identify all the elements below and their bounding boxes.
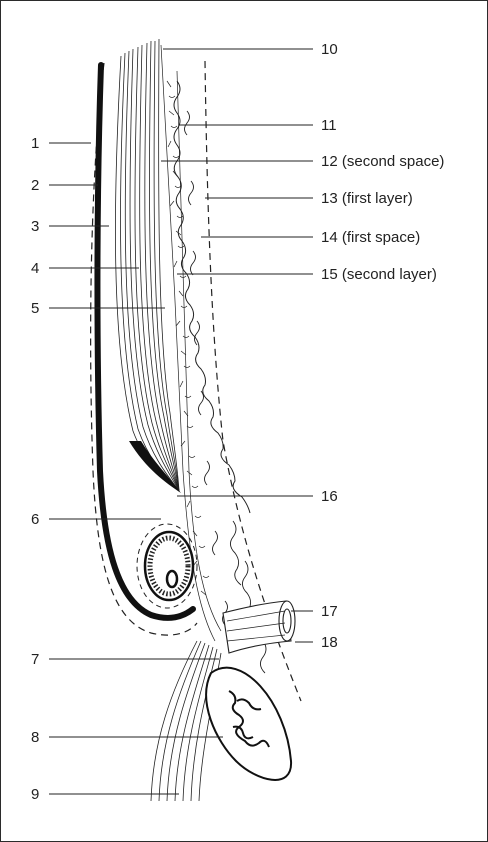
label-13-first-layer: 13 (first layer) xyxy=(321,190,413,207)
label-8: 8 xyxy=(31,729,39,746)
label-9: 9 xyxy=(31,786,39,803)
outer-dashed-fascia xyxy=(90,62,198,636)
label-14-first-space: 14 (first space) xyxy=(321,229,420,246)
label-18: 18 xyxy=(321,634,338,651)
thick-black-band xyxy=(94,62,196,621)
label-2: 2 xyxy=(31,177,39,194)
label-10: 10 xyxy=(321,41,338,58)
tendon-tip xyxy=(129,441,181,493)
label-5: 5 xyxy=(31,300,39,317)
second-space xyxy=(160,44,222,642)
label-16: 16 xyxy=(321,488,338,505)
first-space xyxy=(184,110,267,674)
label-15-second-layer: 15 (second layer) xyxy=(321,266,437,283)
gland-lobule xyxy=(205,666,293,781)
follicle-structure xyxy=(136,523,198,609)
label-1: 1 xyxy=(31,135,39,152)
label-6: 6 xyxy=(31,511,39,528)
vessel-tube xyxy=(222,600,296,654)
first-layer-wavy xyxy=(173,80,251,514)
label-7: 7 xyxy=(31,651,39,668)
muscle-fibers xyxy=(115,38,180,492)
label-11: 11 xyxy=(321,117,337,134)
label-17: 17 xyxy=(321,603,338,620)
label-12-second-space: 12 (second space) xyxy=(321,153,444,170)
label-4: 4 xyxy=(31,260,39,277)
label-3: 3 xyxy=(31,218,39,235)
